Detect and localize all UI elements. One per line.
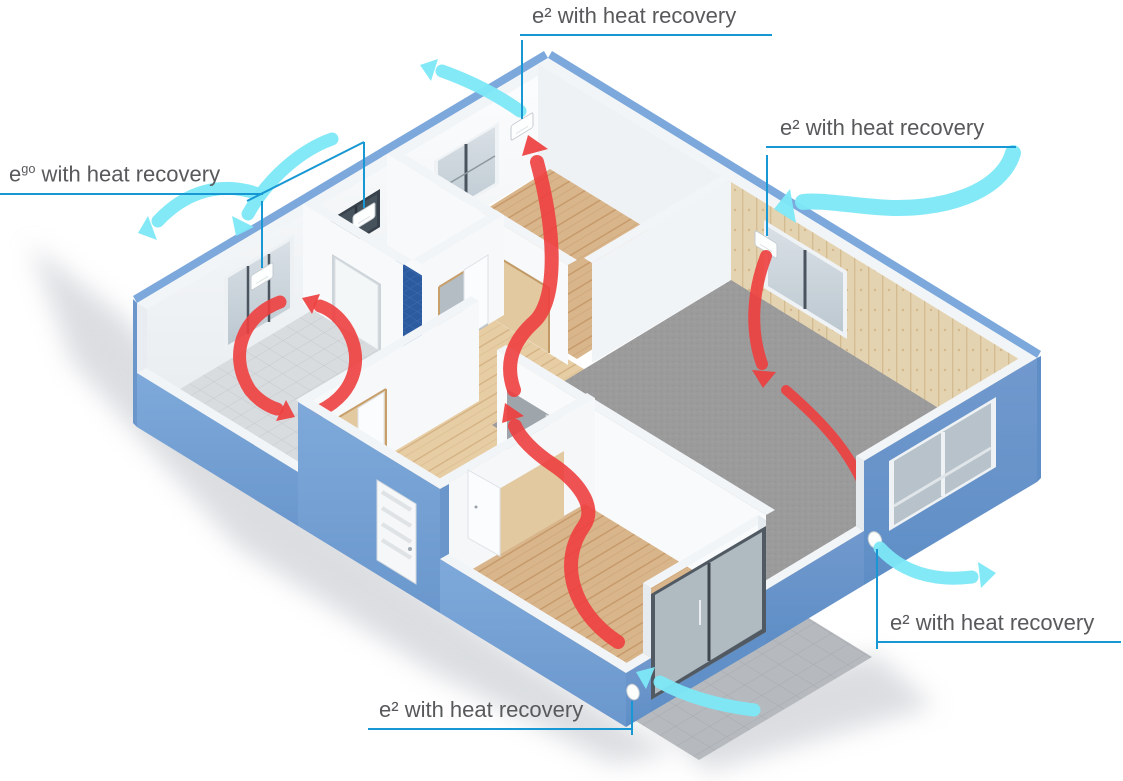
- label-e2-living-room: e² with heat recovery: [766, 115, 1016, 149]
- airflow-fresh-living-in: [774, 145, 1021, 223]
- exterior-vent-front: [626, 683, 640, 701]
- door-knob: [408, 547, 412, 551]
- cyan-airflow-arrows: [138, 59, 1021, 717]
- airflow-living-room-down: [748, 250, 776, 388]
- label-e2-right-vent: e² with heat recovery: [876, 610, 1121, 644]
- label-ego-kitchen-bathroom: ego with heat recovery: [0, 161, 263, 195]
- airflow-fresh-bathroom-in: [232, 132, 339, 236]
- airflow-hall-to-top-device: [503, 135, 559, 397]
- label-e2-bedroom-top: e² with heat recovery: [520, 3, 772, 37]
- airflow-exhaust-bedroom-top-out: [420, 59, 527, 118]
- airflow-exhaust-kitchen-out: [138, 181, 265, 240]
- sliding-glass-door: [651, 526, 766, 700]
- ventilation-unit-bathroom: [352, 202, 376, 231]
- airflow-fresh-front-in: [636, 667, 761, 717]
- front-door: [376, 479, 417, 585]
- airflow-exhaust-right-out: [873, 541, 996, 588]
- connector-left-label-diagonal: [246, 141, 365, 202]
- front-left-facade: [133, 299, 635, 727]
- airflow-bedroom-bottom-to-hall: [502, 403, 625, 649]
- living-room-front-window: [889, 397, 996, 531]
- ventilation-unit-kitchen: [250, 262, 274, 291]
- patio-tiles: [626, 612, 872, 760]
- airflow-loop-kitchen: [233, 294, 363, 421]
- label-connectors: [246, 40, 878, 735]
- living-room-window: [764, 220, 847, 339]
- label-e2-front-vent: e² with heat recovery: [368, 697, 632, 731]
